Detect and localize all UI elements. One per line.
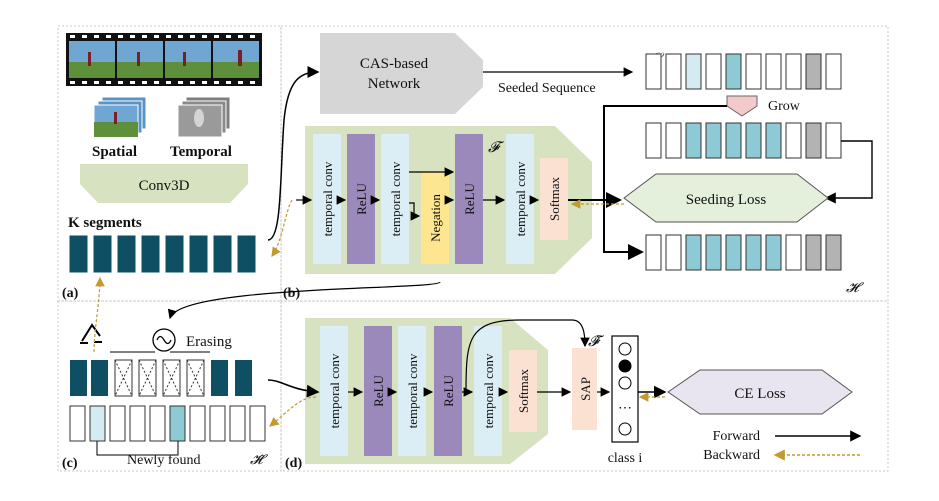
temporal-conv-b2-label: temporal conv xyxy=(388,161,403,236)
segment xyxy=(213,235,232,273)
segment xyxy=(69,235,88,273)
panel-label-a: (a) xyxy=(62,286,79,301)
panel-label-d: (d) xyxy=(285,456,302,471)
temporal-conv-d2 xyxy=(398,326,426,456)
conv3d-block xyxy=(80,164,248,203)
relu-d1-label: ReLU xyxy=(371,375,386,407)
temporal-conv-d1 xyxy=(320,326,348,456)
ce-loss-label: CE Loss xyxy=(734,386,785,402)
seeded-sequence-label: Seeded Sequence xyxy=(498,81,596,96)
segment xyxy=(91,360,108,396)
segment xyxy=(93,235,112,273)
recycle-icon xyxy=(80,323,102,344)
relu-b2 xyxy=(455,134,483,264)
backward-arrow-b xyxy=(271,199,293,257)
spatial-stack xyxy=(93,96,147,138)
panel-b-border xyxy=(280,25,889,302)
class-label: class i xyxy=(608,451,643,466)
temporal-conv-b3 xyxy=(506,134,534,264)
h-hat-sequence xyxy=(69,405,266,442)
arrow-segments-to-cas xyxy=(267,66,320,241)
film-strip xyxy=(66,33,262,86)
relu-d1 xyxy=(364,326,392,456)
arrow-to-h xyxy=(603,200,644,260)
seeded-sequence xyxy=(645,53,842,90)
segment xyxy=(117,235,136,273)
sap-label: SAP xyxy=(578,377,593,401)
panel-d-border xyxy=(280,300,889,472)
softmax-d-label: Softmax xyxy=(516,368,531,413)
temporal-conv-b1 xyxy=(313,134,341,264)
temporal-conv-b3-label: temporal conv xyxy=(513,161,528,236)
spatial-label: Spatial xyxy=(92,144,137,160)
relu-d2-label: ReLU xyxy=(441,375,456,407)
erasing-label: Erasing xyxy=(186,334,232,350)
ce-loss-block xyxy=(667,369,853,415)
segment xyxy=(165,235,184,273)
temporal-conv-d1-label: temporal conv xyxy=(327,353,342,428)
arrow-to-grow xyxy=(603,105,727,200)
segment xyxy=(237,235,256,273)
k-segments xyxy=(69,235,256,273)
conv3d-label: Conv3D xyxy=(139,178,190,194)
cas-network-block xyxy=(320,33,483,114)
relu-b1-label: ReLU xyxy=(354,183,369,215)
negation-label: Negation xyxy=(428,194,443,242)
sap-block xyxy=(572,348,597,430)
arrow-to-erasing xyxy=(167,281,441,320)
negation xyxy=(421,172,449,264)
arrow-grown-to-loss xyxy=(824,140,873,204)
softmax-d xyxy=(509,350,537,432)
temporal-label: Temporal xyxy=(170,144,232,160)
h-hat-symbol: 𝓗̂ xyxy=(250,453,268,468)
h-sequence xyxy=(645,234,842,271)
temporal-conv-d2-label: temporal conv xyxy=(405,353,420,428)
newly-found-label: Newly found xyxy=(127,453,201,468)
segment xyxy=(141,235,160,273)
relu-d2 xyxy=(434,326,462,456)
segment xyxy=(189,235,208,273)
panel-label-b: (b) xyxy=(283,286,300,301)
backward-arrow-c xyxy=(93,276,105,353)
panel-label-c: (c) xyxy=(62,456,78,471)
grown-sequence xyxy=(645,122,842,159)
temporal-conv-b2 xyxy=(381,134,409,264)
softmax-b-label: Softmax xyxy=(547,176,562,221)
softmax-b xyxy=(540,158,568,240)
ellipsis: ⋯ xyxy=(618,401,632,416)
temporal-stack xyxy=(177,96,231,138)
cas-label-line1: CAS-based xyxy=(360,56,429,72)
temporal-conv-d3-label: temporal conv xyxy=(481,353,496,428)
legend-backward-label: Backward xyxy=(703,448,760,463)
seeding-loss-block xyxy=(623,173,829,223)
film-frame xyxy=(213,41,259,78)
arrows-d xyxy=(267,319,667,399)
cas-label-line2: Network xyxy=(368,76,421,92)
k-segments-label: K segments xyxy=(68,215,142,231)
grow-label: Grow xyxy=(768,99,801,114)
erased-segment xyxy=(114,359,205,397)
legend-forward-label: Forward xyxy=(713,429,760,444)
grow-pentagon xyxy=(726,95,758,117)
segment xyxy=(235,360,252,396)
relu-b2-label: ReLU xyxy=(462,183,477,215)
seeding-loss-label: Seeding Loss xyxy=(686,192,767,208)
temporal-conv-d3 xyxy=(474,326,502,456)
relu-b1 xyxy=(347,134,375,264)
segment xyxy=(70,360,87,396)
erased-segments xyxy=(70,359,252,397)
film-frame xyxy=(69,41,115,78)
f-grave-symbol: 𝓕̀ xyxy=(588,334,605,350)
h-symbol: 𝓗 xyxy=(846,281,864,296)
temporal-conv-b1-label: temporal conv xyxy=(320,161,335,236)
film-frame xyxy=(117,41,163,78)
film-frame xyxy=(165,41,211,78)
class-vector xyxy=(611,335,639,443)
segment xyxy=(211,360,228,396)
